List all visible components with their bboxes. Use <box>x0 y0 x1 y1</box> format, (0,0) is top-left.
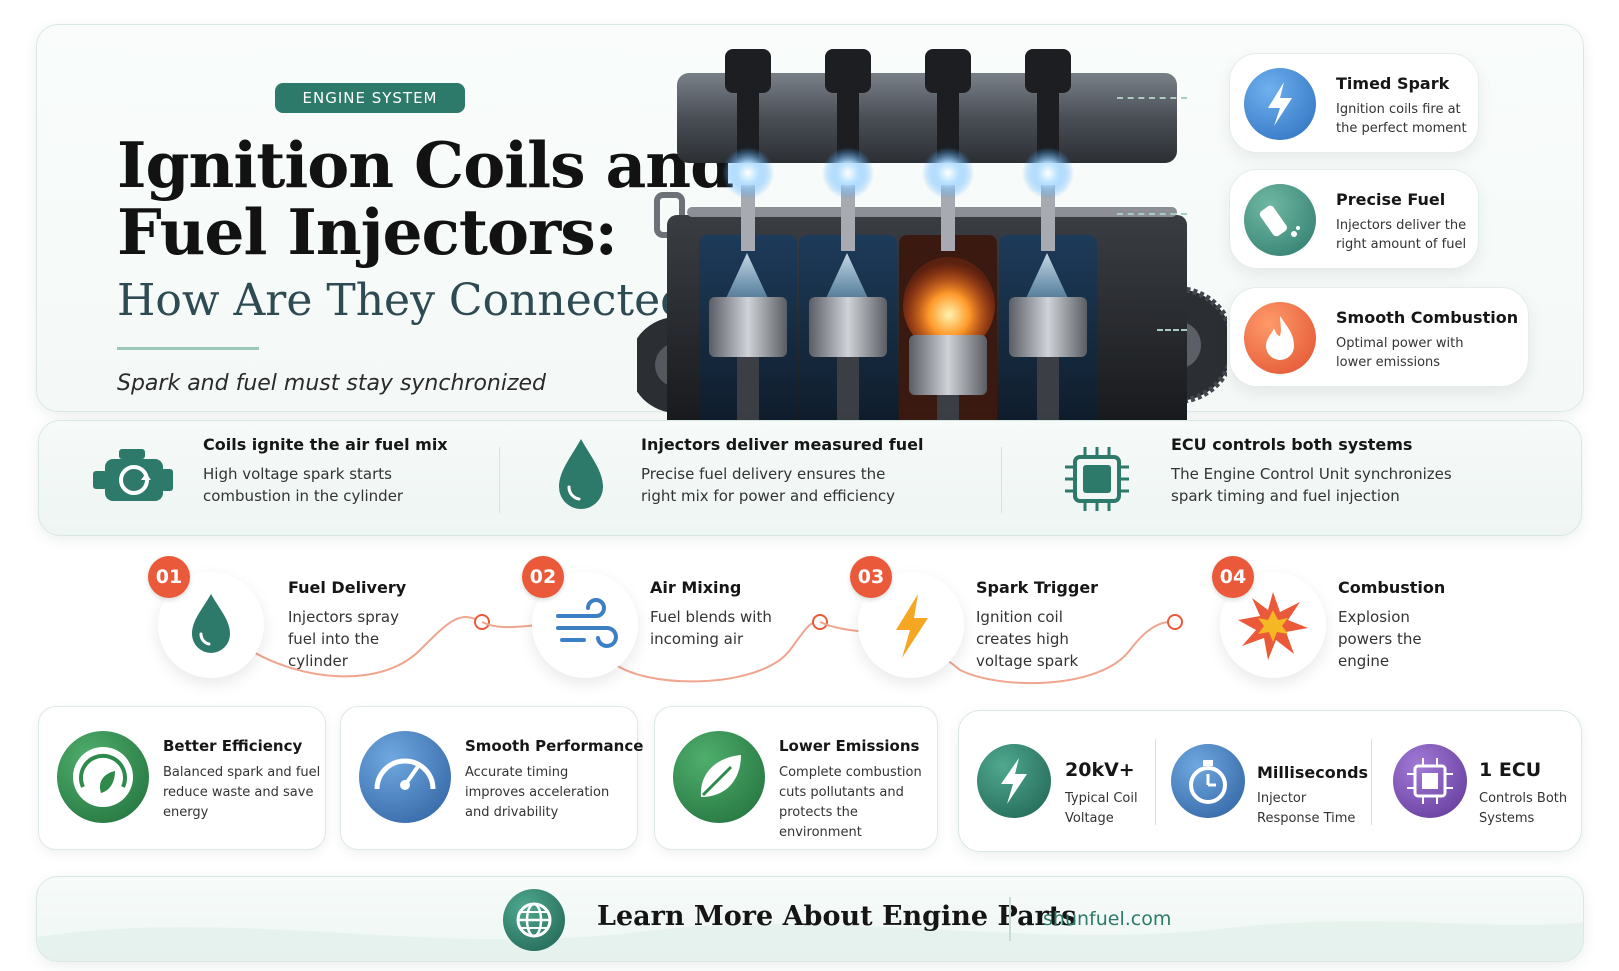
feature-card-precise-fuel: Precise Fuel Injectors deliver the right… <box>1229 169 1479 269</box>
divider <box>1155 739 1156 825</box>
summary-desc: Precise fuel delivery ensures the right … <box>641 465 895 505</box>
step-desc: Ignition coil creates high voltage spark <box>976 608 1079 670</box>
benefit-desc: Accurate timing improves acceleration an… <box>465 765 610 820</box>
lightning-icon <box>896 594 928 658</box>
feature-title: Smooth Combustion <box>1336 308 1519 327</box>
step-number: 02 <box>522 556 564 598</box>
stat-label: Injector Response Time <box>1257 791 1356 826</box>
explosion-icon <box>1238 592 1308 660</box>
benefit-title: Better Efficiency <box>163 737 303 755</box>
globe-icon <box>503 889 565 951</box>
page-title-line-1: Ignition Coils and <box>117 128 734 202</box>
stat-value: Milliseconds <box>1257 763 1369 782</box>
step-number: 01 <box>148 556 190 598</box>
benefit-title: Smooth Performance <box>465 737 644 755</box>
fuel-drop-icon <box>559 439 603 509</box>
wind-icon <box>556 598 618 648</box>
benefit-card-efficiency: Better Efficiency Balanced spark and fue… <box>38 706 326 850</box>
step-desc: Fuel blends with incoming air <box>650 608 772 648</box>
injector-icon <box>1244 184 1316 256</box>
footer-label[interactable]: Learn More About Engine Parts <box>597 901 1077 932</box>
flame-icon <box>1244 302 1316 374</box>
summary-desc: High voltage spark starts combustion in … <box>203 465 404 505</box>
summary-desc: The Engine Control Unit synchronizes spa… <box>1171 465 1452 505</box>
stats-panel: 20kV+ Typical Coil Voltage Milliseconds … <box>958 710 1582 852</box>
page-subtitle: How Are They Connected? <box>117 275 712 326</box>
summary-title: Injectors deliver measured fuel <box>641 435 924 454</box>
lightning-icon <box>1244 68 1316 140</box>
feature-desc: Ignition coils fire at the perfect momen… <box>1336 102 1467 136</box>
summary-strip: Coils ignite the air fuel mix High volta… <box>38 420 1582 536</box>
wave-decoration <box>37 921 1583 961</box>
stat-label: Controls Both Systems <box>1479 791 1568 826</box>
summary-title: Coils ignite the air fuel mix <box>203 435 448 454</box>
feature-title: Precise Fuel <box>1336 190 1446 209</box>
engine-system-badge: ENGINE SYSTEM <box>275 83 465 113</box>
benefit-desc: Complete combustion cuts pollutants and … <box>779 765 922 840</box>
page-title-line-2: Fuel Injectors: <box>117 195 618 269</box>
step-desc: Explosion powers the engine <box>1338 608 1422 670</box>
stat-value: 1 ECU <box>1479 759 1542 781</box>
speedometer-icon <box>359 731 451 823</box>
benefit-card-emissions: Lower Emissions Complete combustion cuts… <box>654 706 938 850</box>
process-step-fuel-delivery <box>158 572 264 678</box>
step-number: 03 <box>850 556 892 598</box>
hero-section: ENGINE SYSTEM Ignition Coils and Fuel In… <box>36 24 1584 437</box>
benefit-card-performance: Smooth Performance Accurate timing impro… <box>340 706 643 850</box>
feature-card-smooth-combustion: Smooth Combustion Optimal power with low… <box>1229 287 1529 387</box>
title-divider <box>117 347 259 350</box>
feature-desc: Injectors deliver the right amount of fu… <box>1336 218 1467 252</box>
tagline: Spark and fuel must stay synchronized <box>117 371 547 396</box>
step-number: 04 <box>1212 556 1254 598</box>
step-desc: Injectors spray fuel into the cylinder <box>288 608 399 670</box>
leaf-icon <box>673 731 765 823</box>
lightning-icon <box>977 744 1051 818</box>
feature-card-timed-spark: Timed Spark Ignition coils fire at the p… <box>1229 53 1479 153</box>
summary-title: ECU controls both systems <box>1171 435 1413 454</box>
step-title: Air Mixing <box>650 578 742 597</box>
connector-line <box>1117 97 1187 99</box>
divider <box>1001 447 1002 513</box>
step-title: Fuel Delivery <box>288 578 407 597</box>
feature-desc: Optimal power with lower emissions <box>1336 336 1464 370</box>
divider <box>1371 739 1372 825</box>
stopwatch-icon <box>1171 744 1245 818</box>
stat-label: Typical Coil Voltage <box>1065 791 1138 826</box>
engine-icon <box>93 449 173 501</box>
fuel-drop-icon <box>192 594 230 653</box>
footer-divider <box>1009 897 1011 941</box>
connector-line <box>1117 213 1187 215</box>
engine-illustration <box>637 49 1227 437</box>
feature-title: Timed Spark <box>1336 74 1450 93</box>
divider <box>499 447 500 513</box>
gauge-leaf-icon <box>57 731 149 823</box>
benefit-desc: Balanced spark and fuel reduce waste and… <box>163 765 321 820</box>
footer-url-link[interactable]: shunfuel.com <box>1043 908 1172 930</box>
step-title: Spark Trigger <box>976 578 1099 597</box>
footer-banner[interactable]: Learn More About Engine Parts shunfuel.c… <box>36 876 1584 962</box>
step-title: Combustion <box>1338 578 1446 597</box>
chip-icon <box>1065 447 1129 511</box>
benefit-title: Lower Emissions <box>779 737 920 755</box>
connector-line <box>1157 329 1187 331</box>
stat-value: 20kV+ <box>1065 759 1135 781</box>
chip-icon <box>1393 744 1467 818</box>
